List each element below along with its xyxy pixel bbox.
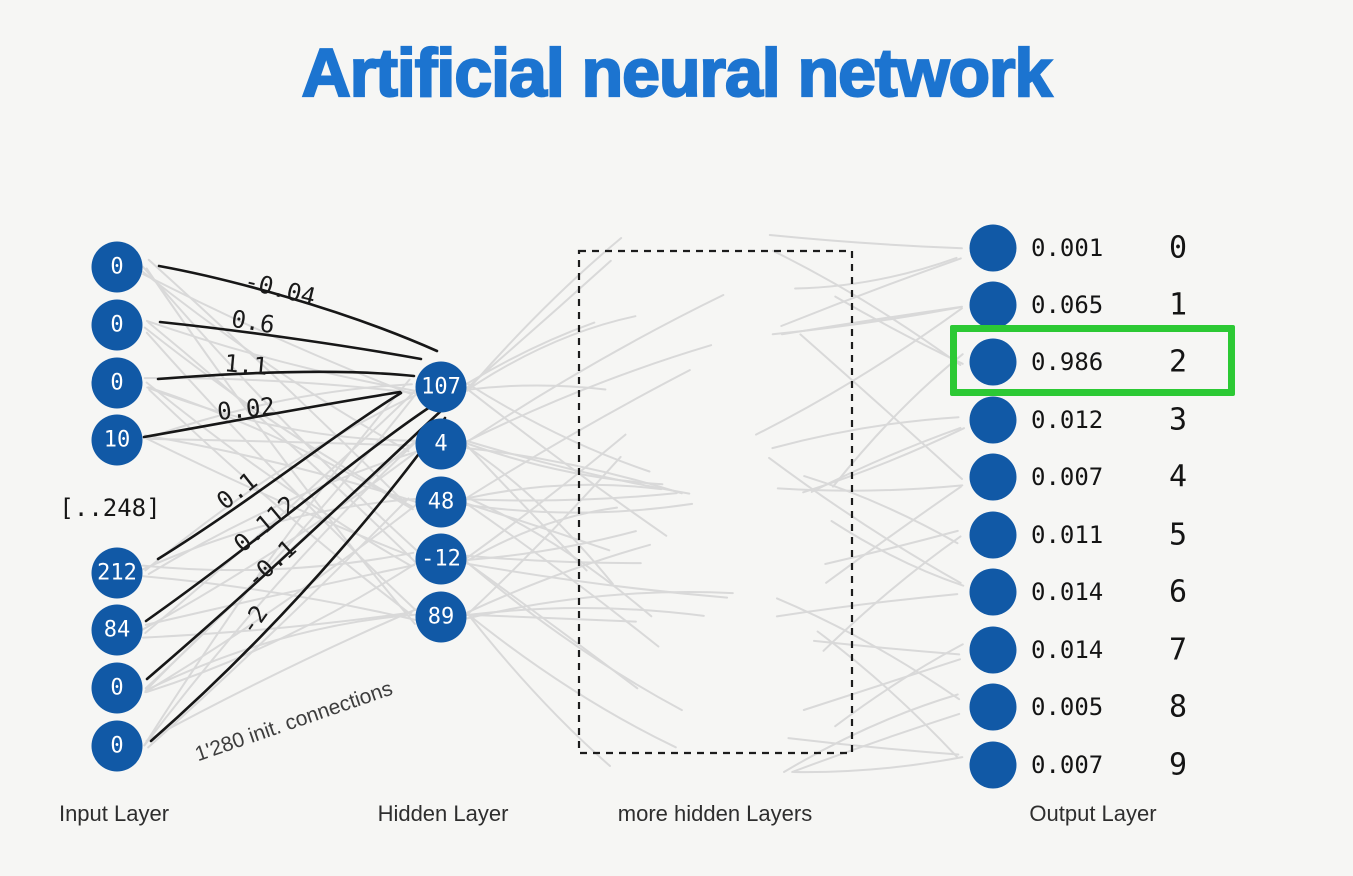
output-probability: 0.007 bbox=[1031, 463, 1104, 491]
input-node: 212 bbox=[91, 547, 143, 599]
hidden-node: 89 bbox=[415, 591, 467, 643]
output-probability: 0.007 bbox=[1031, 751, 1104, 779]
output-probability: 0.012 bbox=[1031, 406, 1104, 434]
hidden-node-value: 48 bbox=[427, 489, 455, 515]
hidden-node: 48 bbox=[415, 476, 467, 528]
prediction-highlight-box bbox=[950, 325, 1235, 396]
hidden-node-value: 89 bbox=[427, 604, 455, 630]
output-node bbox=[969, 626, 1017, 674]
more-hidden-layers-box bbox=[577, 249, 854, 755]
input-layer-label: Input Layer bbox=[58, 801, 170, 826]
input-node-value: 0 bbox=[110, 312, 124, 338]
input-node: 84 bbox=[91, 604, 143, 656]
input-ellipsis-label: [..248] bbox=[59, 494, 161, 522]
output-probability: 0.011 bbox=[1031, 521, 1104, 549]
input-node-value: 84 bbox=[103, 617, 131, 643]
output-node bbox=[969, 396, 1017, 444]
output-digit: 8 bbox=[1169, 689, 1188, 725]
input-node: 0 bbox=[91, 241, 143, 293]
hidden-node: 4 bbox=[415, 418, 467, 470]
weight-label: 1.1 bbox=[223, 349, 269, 381]
input-node-value: 0 bbox=[110, 675, 124, 701]
input-node: 0 bbox=[91, 662, 143, 714]
gray-connection-mesh bbox=[141, 234, 965, 774]
output-node bbox=[969, 511, 1017, 559]
more-hidden-layers-label: more hidden Layers bbox=[617, 801, 813, 826]
hidden-node-value: -12 bbox=[421, 546, 461, 572]
input-node-value: 212 bbox=[97, 560, 137, 586]
output-probability: 0.001 bbox=[1031, 234, 1104, 262]
hidden-node-value: 107 bbox=[421, 374, 461, 400]
output-node bbox=[969, 281, 1017, 329]
output-node bbox=[969, 224, 1017, 272]
output-digit: 1 bbox=[1169, 287, 1188, 323]
output-digit: 3 bbox=[1169, 402, 1188, 438]
hidden-node: -12 bbox=[415, 533, 467, 585]
hidden-node-value: 4 bbox=[434, 431, 448, 457]
output-node bbox=[969, 453, 1017, 501]
input-node: 10 bbox=[91, 414, 143, 466]
input-node-value: 0 bbox=[110, 733, 124, 759]
output-digit: 5 bbox=[1169, 517, 1188, 553]
output-node bbox=[969, 568, 1017, 616]
hidden-layer-label: Hidden Layer bbox=[377, 801, 509, 826]
input-node: 0 bbox=[91, 299, 143, 351]
output-digit: 0 bbox=[1169, 230, 1188, 266]
output-probability: 0.005 bbox=[1031, 693, 1104, 721]
output-digit: 9 bbox=[1169, 747, 1188, 783]
output-probability: 0.014 bbox=[1031, 578, 1104, 606]
output-digit: 6 bbox=[1169, 574, 1188, 610]
input-node: 0 bbox=[91, 720, 143, 772]
output-digit: 2 bbox=[1169, 344, 1188, 380]
page-title: Artificial neural network bbox=[301, 34, 1054, 112]
output-digit: 7 bbox=[1169, 632, 1188, 668]
input-node-value: 0 bbox=[110, 370, 124, 396]
output-node bbox=[969, 741, 1017, 789]
output-probability: 0.065 bbox=[1031, 291, 1104, 319]
output-node bbox=[969, 338, 1017, 386]
input-node-value: 10 bbox=[103, 427, 131, 453]
output-layer-label: Output Layer bbox=[1029, 801, 1157, 826]
input-node: 0 bbox=[91, 357, 143, 409]
output-digit: 4 bbox=[1169, 459, 1188, 495]
output-probability: 0.014 bbox=[1031, 636, 1104, 664]
output-node bbox=[969, 683, 1017, 731]
input-node-value: 0 bbox=[110, 254, 124, 280]
hidden-node: 107 bbox=[415, 361, 467, 413]
output-probability: 0.986 bbox=[1031, 348, 1104, 376]
